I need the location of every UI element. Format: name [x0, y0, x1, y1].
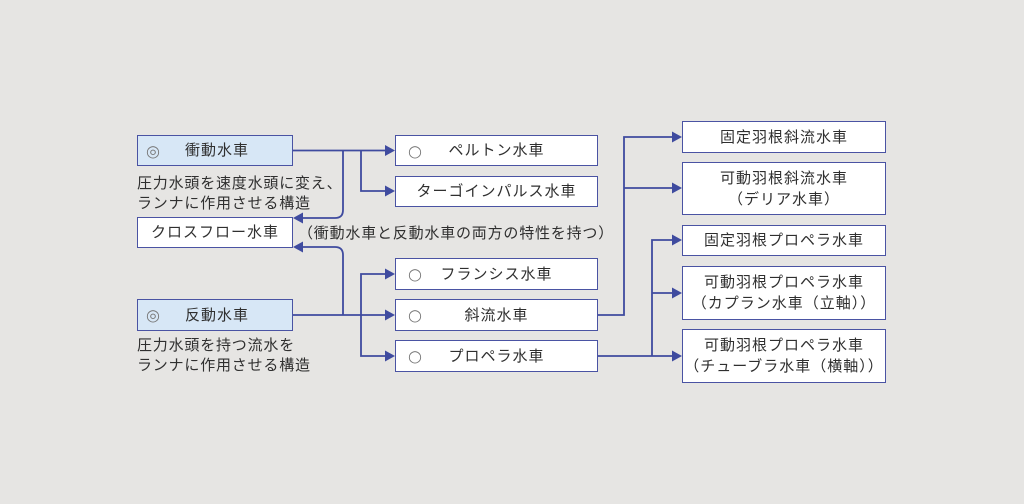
circle-icon: ○ — [408, 141, 423, 160]
subtype-line: 固定羽根斜流水車 — [719, 127, 848, 146]
connector-reaction-to-crossflow — [301, 246, 344, 315]
reaction-turbine-box: ◎ 反動水車 — [137, 299, 293, 331]
connector-reaction-to-francis-propeller — [360, 273, 386, 357]
arrowhead-diagonal — [385, 309, 395, 321]
reaction-turbine-description: 圧力水頭を持つ流水を ランナに作用させる構造 — [137, 335, 311, 375]
connector-impulse-to-turgo — [360, 150, 386, 192]
fixed-blade-diagonal-box: 固定羽根斜流水車 — [682, 121, 886, 153]
description-line: 圧力水頭を速度水頭に変え、 — [137, 174, 343, 192]
arrowhead-crossflow-bottom — [293, 241, 303, 253]
double-circle-icon: ◎ — [146, 305, 161, 325]
arrowhead-fixed-diagonal — [672, 131, 682, 143]
diagonal-flow-turbine-box: ○ 斜流水車 — [395, 299, 598, 331]
arrowhead-kaplan — [672, 287, 682, 299]
impulse-turbine-description: 圧力水頭を速度水頭に変え、 ランナに作用させる構造 — [137, 173, 342, 213]
arrowhead-francis — [385, 268, 395, 280]
description-line: ランナに作用させる構造 — [137, 194, 311, 212]
pelton-turbine-label: ペルトン水車 — [448, 141, 545, 159]
propeller-turbine-box: ○ プロペラ水車 — [395, 340, 598, 372]
crossflow-note: （衝動水車と反動水車の両方の特性を持つ） — [298, 224, 615, 242]
description-line: 圧力水頭を持つ流水を — [137, 336, 296, 354]
crossflow-turbine-label: クロスフロー水車 — [150, 223, 279, 241]
connector-propeller-to-subtypes — [597, 239, 673, 357]
arrowhead-propeller — [385, 350, 395, 362]
fixed-blade-propeller-box: 固定羽根プロペラ水車 — [682, 225, 886, 256]
turgo-impulse-turbine-box: ターゴインパルス水車 — [395, 176, 598, 207]
subtype-line: 可動羽根斜流水車 — [719, 168, 848, 187]
kaplan-turbine-box: 可動羽根プロペラ水車 （カプラン水車（立軸）） — [682, 266, 886, 320]
circle-icon: ○ — [408, 346, 423, 366]
arrowhead-deriaz — [672, 182, 682, 194]
reaction-turbine-label: 反動水車 — [184, 305, 249, 324]
subtype-line: 固定羽根プロペラ水車 — [703, 231, 864, 249]
subtype-line: 可動羽根プロペラ水車 — [703, 273, 864, 291]
arrowhead-tubular — [672, 350, 682, 362]
connector-diagonal-to-subtypes — [597, 136, 673, 316]
impulse-turbine-label: 衝動水車 — [184, 141, 249, 159]
subtype-line: （カプラン水車（立軸）） — [691, 294, 877, 312]
pelton-turbine-box: ○ ペルトン水車 — [395, 135, 598, 166]
arrowhead-crossflow-top — [293, 212, 303, 224]
deriaz-turbine-box: 可動羽根斜流水車 （デリア水車） — [682, 162, 886, 215]
francis-turbine-box: ○ フランシス水車 — [395, 258, 598, 290]
crossflow-turbine-box: クロスフロー水車 — [137, 217, 293, 248]
arrowhead-pelton — [385, 145, 395, 156]
subtype-line: 可動羽根プロペラ水車 — [703, 336, 864, 354]
impulse-turbine-box: ◎ 衝動水車 — [137, 135, 293, 166]
double-circle-icon: ◎ — [146, 141, 161, 160]
arrowhead-turgo — [385, 185, 395, 197]
subtype-line: （デリア水車） — [727, 189, 840, 208]
circle-icon: ○ — [408, 305, 423, 325]
circle-icon: ○ — [408, 264, 423, 284]
description-line: ランナに作用させる構造 — [137, 356, 311, 374]
diagonal-flow-turbine-label: 斜流水車 — [464, 305, 529, 324]
turgo-impulse-turbine-label: ターゴインパルス水車 — [416, 182, 577, 200]
connector-impulse-to-crossflow — [301, 150, 344, 219]
propeller-turbine-label: プロペラ水車 — [448, 346, 545, 365]
francis-turbine-label: フランシス水車 — [440, 264, 553, 283]
tubular-turbine-box: 可動羽根プロペラ水車 （チューブラ水車（横軸）） — [682, 329, 886, 383]
arrowhead-fixed-propeller — [672, 234, 682, 246]
subtype-line: （チューブラ水車（横軸）） — [684, 357, 884, 375]
